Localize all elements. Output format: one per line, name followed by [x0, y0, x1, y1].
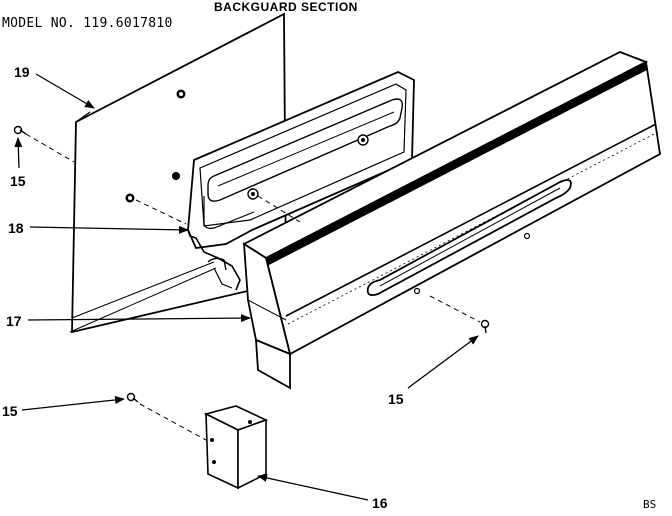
section-title: BACKGUARD SECTION	[214, 0, 358, 14]
bracket-16	[203, 405, 269, 490]
callout-17: 17	[6, 313, 22, 329]
drawing-code: BS	[643, 498, 657, 511]
callout-19: 19	[14, 64, 30, 80]
screw-top-left	[13, 125, 27, 135]
console-body-17	[242, 51, 661, 390]
screw-bottom-left	[126, 392, 139, 403]
callout-16: 16	[372, 495, 388, 511]
housing-18	[69, 71, 415, 333]
screw-right	[480, 319, 490, 334]
callout-18: 18	[8, 220, 24, 236]
callout-15-top: 15	[10, 173, 26, 189]
callout-15-left: 15	[2, 403, 18, 419]
model-number: MODEL NO. 119.6017810	[2, 16, 173, 31]
assembly-lines	[25, 133, 481, 441]
callout-15-right: 15	[388, 391, 404, 407]
leader-lines	[14, 73, 479, 501]
